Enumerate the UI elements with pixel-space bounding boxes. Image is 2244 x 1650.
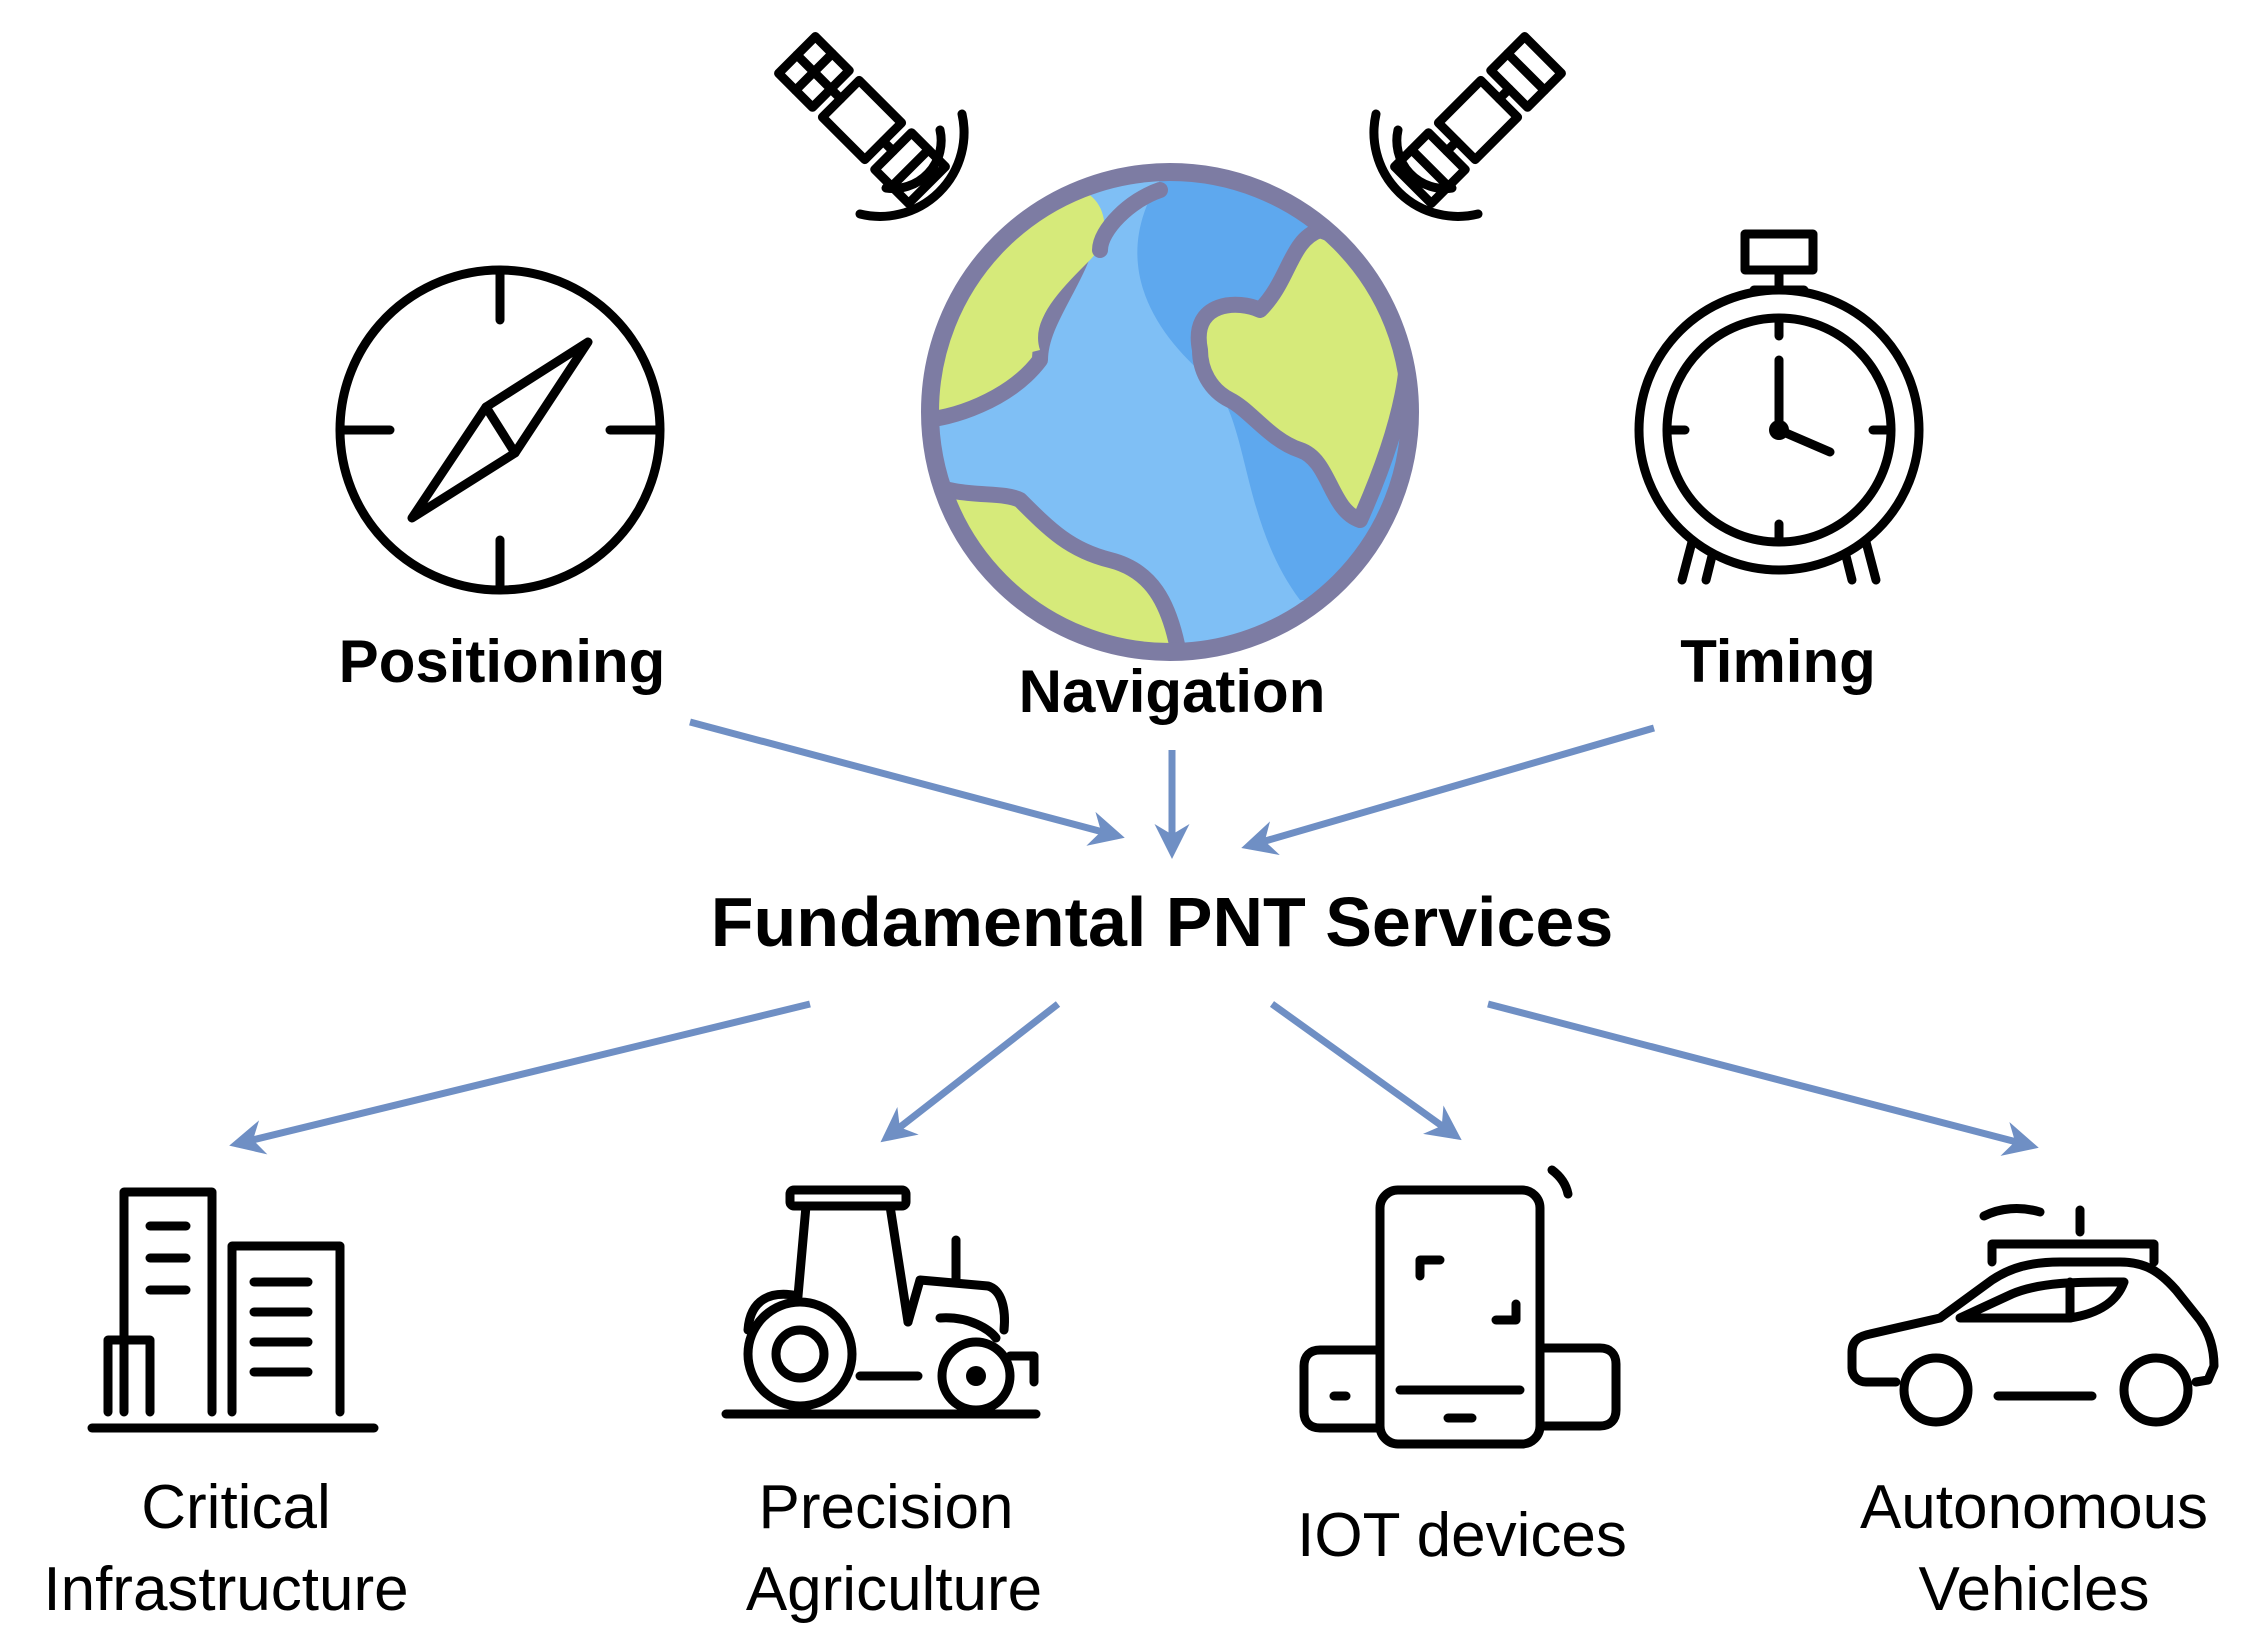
arrow-positioning-to-pnt xyxy=(689,718,1125,846)
buildings-icon xyxy=(87,1187,379,1433)
center-label: Fundamental PNT Services xyxy=(711,883,1614,961)
arrow-pnt-to-agriculture xyxy=(880,1001,1061,1143)
car-icon xyxy=(1847,1204,2219,1427)
app-label-vehicles-line2: Vehicles xyxy=(1919,1555,2150,1624)
timing-label: Timing xyxy=(1680,628,1876,695)
satellite-icon xyxy=(1390,32,1566,208)
positioning-label: Positioning xyxy=(339,628,666,695)
tractor-icon xyxy=(721,1185,1041,1419)
globe-icon xyxy=(921,163,1419,661)
satellite-icon xyxy=(774,32,950,208)
signal-arcs-icon xyxy=(1369,109,1483,221)
signal-arcs-icon xyxy=(1392,125,1457,194)
arrow-pnt-to-vehicles xyxy=(1487,1000,2039,1156)
signal-arcs-icon xyxy=(881,125,946,194)
stopwatch-icon xyxy=(1634,229,1924,585)
app-label-vehicles-line1: Autonomous xyxy=(1860,1473,2208,1542)
arrow-pnt-to-iot xyxy=(1269,1001,1462,1141)
app-label-infrastructure-line1: Critical xyxy=(141,1473,330,1542)
app-label-agriculture-line1: Precision xyxy=(759,1473,1014,1542)
navigation-label: Navigation xyxy=(1019,658,1326,725)
app-label-infrastructure-line2: Infrastructure xyxy=(43,1555,408,1624)
app-label-iot: IOT devices xyxy=(1297,1501,1627,1570)
arrow-timing-to-pnt xyxy=(1241,724,1655,855)
devices-icon xyxy=(1299,1165,1621,1449)
signal-arcs-icon xyxy=(855,109,969,221)
app-label-agriculture-line2: Agriculture xyxy=(746,1555,1042,1624)
arrow-pnt-to-infrastructure xyxy=(229,1000,811,1155)
compass-icon xyxy=(335,265,665,595)
